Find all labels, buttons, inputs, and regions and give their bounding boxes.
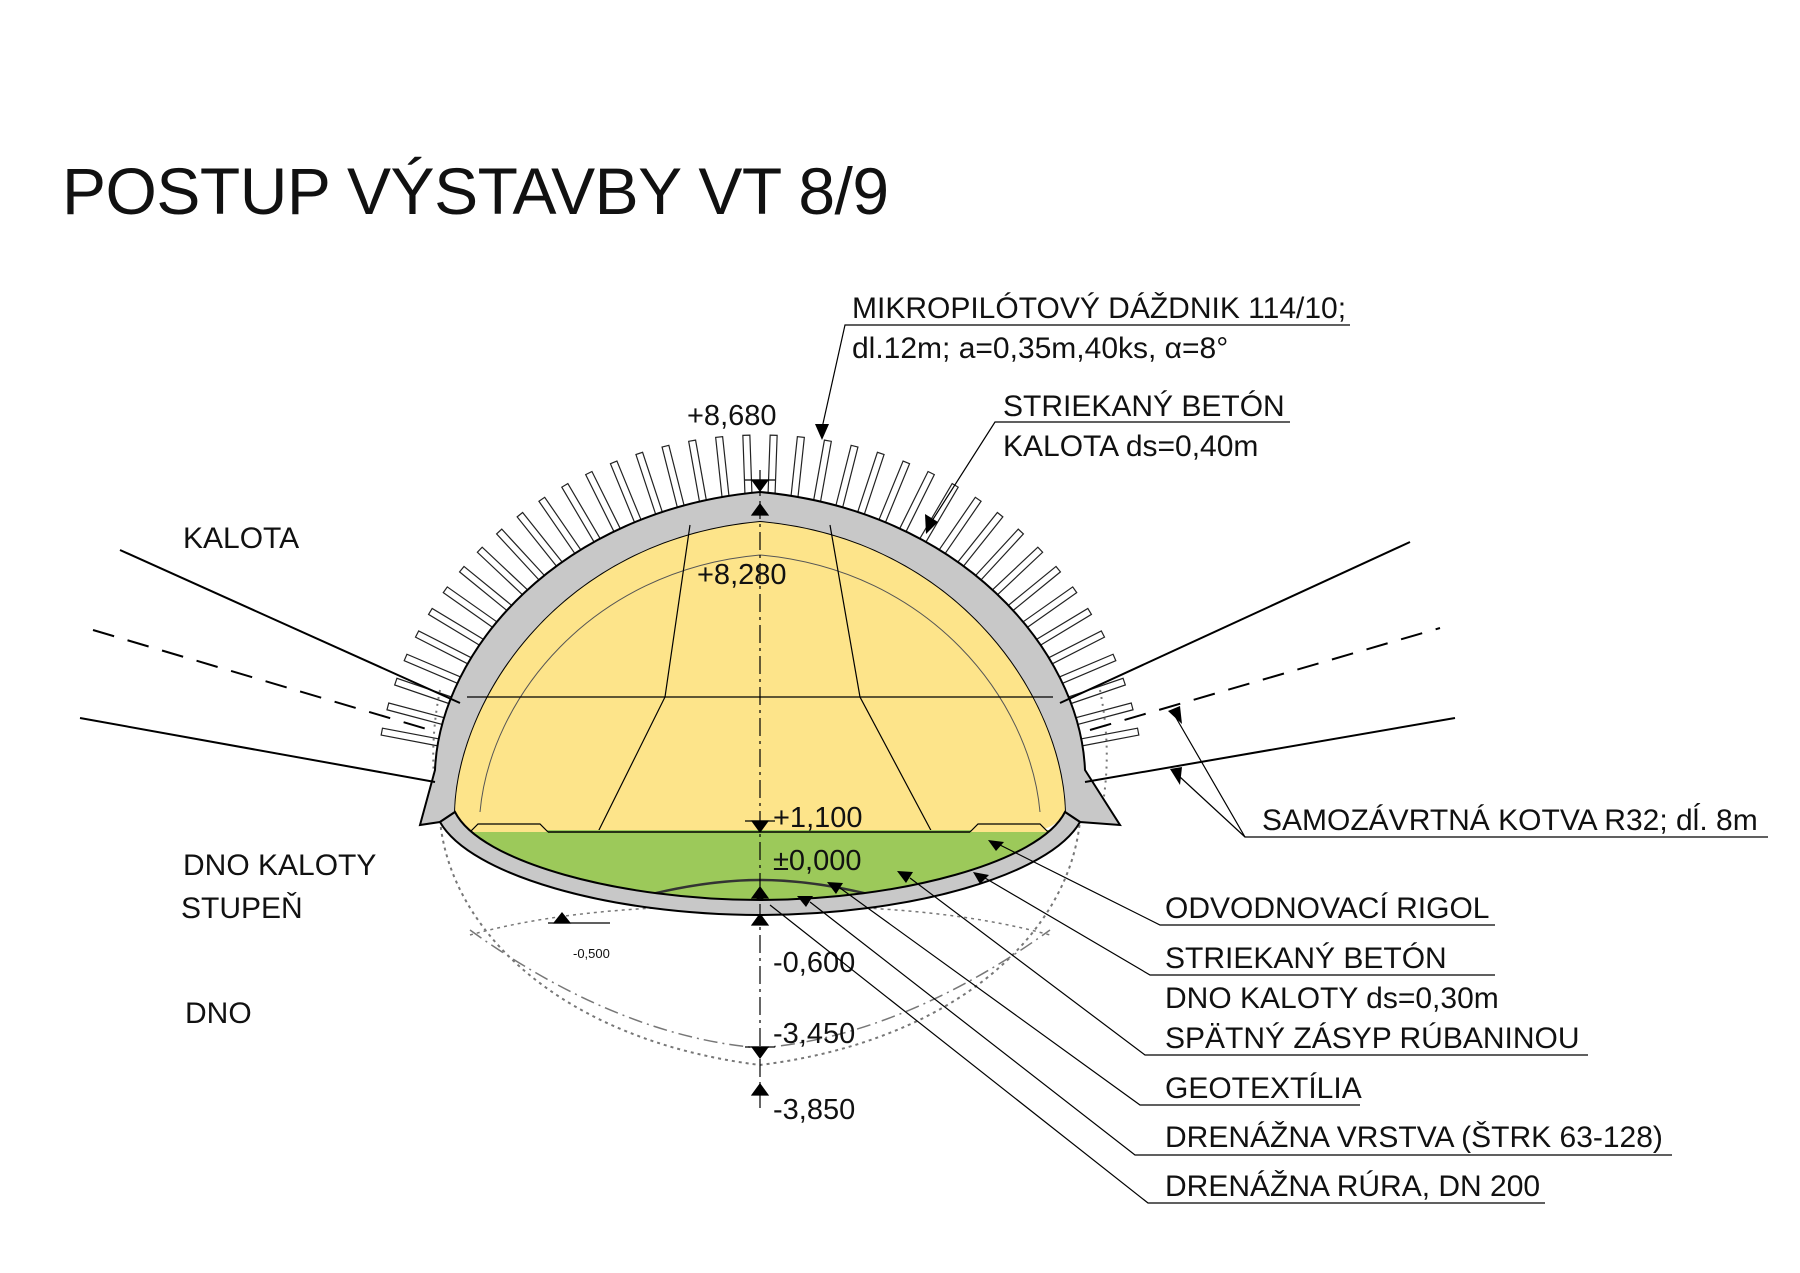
- micropile: [495, 528, 545, 581]
- micropile: [857, 451, 885, 515]
- micropile: [609, 460, 642, 523]
- elevation-zero: ±0,000: [773, 845, 862, 877]
- micropile: [427, 607, 487, 648]
- micropile: [975, 528, 1025, 581]
- micropile: [380, 727, 445, 748]
- micropile: [584, 470, 621, 532]
- micropile: [1044, 630, 1106, 667]
- micropile: [812, 439, 833, 504]
- micropile: [476, 546, 529, 596]
- leader-micropiles-arrow: [815, 424, 829, 440]
- micropile: [991, 546, 1044, 596]
- leader-anchor-2: [1179, 776, 1246, 838]
- callout-drainage-pipe: DRENÁŽNA RÚRA, DN 200: [1165, 1170, 1540, 1203]
- elevation-markers: [548, 479, 775, 1096]
- micropile: [767, 434, 778, 499]
- anchor-right-mid: [1089, 627, 1441, 731]
- micropile: [403, 653, 466, 686]
- page-title: POSTUP VÝSTAVBY VT 8/9: [62, 154, 889, 228]
- callout-shotcrete-invert-line2: DNO KALOTY ds=0,30m: [1165, 982, 1499, 1015]
- callout-micropiles-line1: MIKROPILÓTOVÝ DÁŽDNIK 114/10;: [852, 292, 1346, 325]
- micropile: [414, 630, 476, 667]
- leader-shotcrete-kalota-arrow: [925, 514, 938, 534]
- callout-shotcrete-kalota-line1: STRIEKANÝ BETÓN: [1003, 390, 1285, 423]
- anchor-left-mid: [92, 629, 431, 731]
- leader-shotcrete-kalota: [929, 421, 1290, 525]
- kalota-core-right-line: [829, 524, 936, 839]
- elevation-dno-inner: -3,450: [773, 1018, 855, 1050]
- anchor-right-lower: [1084, 717, 1456, 783]
- anchor-right-upper: [1059, 541, 1411, 704]
- callout-anchor: SAMOZÁVRTNÁ KOTVA R32; dĺ. 8m: [1262, 803, 1758, 837]
- lower-leader-arrows: [797, 840, 1004, 907]
- micropile: [538, 496, 581, 554]
- micropile: [1006, 565, 1062, 613]
- micropile: [1054, 653, 1117, 686]
- stage-label-dno-kaloty: DNO KALOTY: [183, 849, 376, 882]
- micropile: [714, 436, 730, 501]
- elevation-invert-bottom: -0,600: [773, 947, 855, 979]
- elevation-step: -0,500: [573, 946, 610, 961]
- micropile: [939, 496, 982, 554]
- micropile: [393, 677, 457, 706]
- callout-rigol: ODVODNOVACÍ RIGOL: [1165, 892, 1490, 925]
- callout-drainage-layer: DRENÁŽNA VRSTVA (ŠTRK 63-128): [1165, 1120, 1663, 1154]
- micropile: [1075, 727, 1140, 748]
- micropile: [560, 482, 601, 542]
- leader-anchor-arrow-2: [1170, 767, 1182, 785]
- invert-shotcrete-lining: [438, 810, 1082, 917]
- callout-micropiles-line2: dl.12m; a=0,35m,40ks, α=8°: [852, 332, 1228, 365]
- callout-shotcrete-kalota-line2: KALOTA ds=0,40m: [1003, 430, 1258, 463]
- leader-anchor-arrow-1: [1168, 706, 1182, 724]
- leader-micropiles: [821, 324, 1350, 429]
- micropile: [790, 436, 806, 501]
- micropile: [635, 451, 663, 515]
- micropile: [957, 511, 1004, 567]
- micropile: [458, 565, 514, 613]
- elevation-crown-inner: +8,280: [697, 559, 787, 591]
- micropile: [661, 444, 685, 509]
- stage-label-dno: DNO: [185, 997, 252, 1030]
- callout-backfill: SPÄTNÝ ZÁSYP RÚBANINOU: [1165, 1022, 1580, 1055]
- stage-label-kalota: KALOTA: [183, 522, 299, 555]
- kalota-core-left-line: [594, 524, 691, 839]
- kalota-excavation-fill: [455, 522, 1065, 830]
- stage-label-stupen: STUPEŇ: [181, 892, 303, 925]
- micropile: [687, 439, 708, 504]
- micropile: [1070, 702, 1134, 727]
- callout-shotcrete-invert-line1: STRIEKANÝ BETÓN: [1165, 942, 1447, 975]
- micropile: [742, 434, 753, 499]
- micropile: [1020, 586, 1078, 630]
- anchor-left-upper: [119, 549, 461, 704]
- lower-leaders: [769, 844, 1672, 1204]
- elevation-dno-outer: -3,850: [773, 1094, 855, 1126]
- anchor-left-lower: [79, 717, 436, 783]
- rigol-left: [469, 823, 549, 833]
- micropile: [442, 586, 500, 630]
- micropile: [835, 444, 859, 509]
- rigol-right: [969, 823, 1049, 833]
- micropile: [1033, 607, 1093, 648]
- micropile: [516, 511, 563, 567]
- micropile: [386, 702, 450, 727]
- elevation-kalota-floor: +1,100: [773, 802, 863, 834]
- micropile: [878, 460, 911, 523]
- micropile: [899, 470, 936, 532]
- elevation-crown-excavation: +8,680: [687, 400, 777, 432]
- micropile: [1063, 677, 1127, 706]
- callout-geotextile: GEOTEXTÍLIA: [1165, 1072, 1362, 1105]
